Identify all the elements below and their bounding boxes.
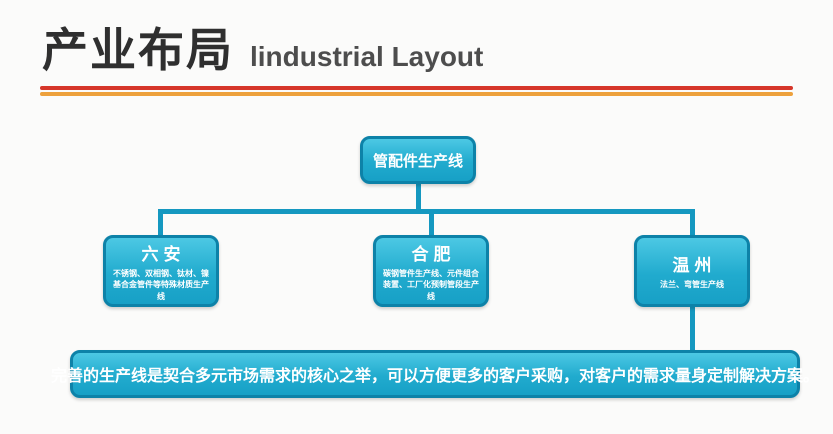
node-hefei-title: 合肥 [411, 245, 456, 265]
node-luan: 六安 不锈钢、双相钢、钛材、镍基合金管件等特殊材质生产线 [103, 235, 219, 307]
node-wenzhou-desc: 法兰、弯管生产线 [660, 280, 724, 290]
node-luan-title: 六安 [141, 245, 186, 265]
node-wenzhou: 温州 法兰、弯管生产线 [634, 235, 750, 307]
divider-orange-line [40, 92, 793, 96]
node-hefei: 合肥 碳钢管件生产线、元件组合装置、工厂化预制管段生产线 [373, 235, 489, 307]
node-luan-desc: 不锈钢、双相钢、钛材、镍基合金管件等特殊材质生产线 [113, 269, 209, 301]
node-hefei-desc: 碳钢管件生产线、元件组合装置、工厂化预制管段生产线 [383, 269, 479, 301]
connector-wenzhou-summary [690, 305, 695, 353]
page-title-en: lindustrial Layout [250, 41, 484, 72]
connector-drop-luan [158, 209, 163, 238]
node-pipe-fittings-line: 管配件生产线 [360, 136, 476, 184]
page-title: 产业布局 lindustrial Layout [42, 14, 483, 80]
page-title-zh: 产业布局 [42, 24, 234, 76]
summary-banner: 完善的生产线是契合多元市场需求的核心之举，可以方便更多的客户采购，对客户的需求量… [51, 350, 819, 398]
connector-horizontal [158, 209, 695, 214]
title-divider [40, 86, 793, 96]
connector-drop-wenzhou [690, 209, 695, 238]
node-pipe-fittings-label: 管配件生产线 [372, 152, 463, 170]
connector-root-down [416, 182, 421, 212]
node-wenzhou-title: 温州 [672, 256, 717, 276]
connector-drop-hefei [429, 209, 434, 238]
divider-red-line [40, 86, 793, 90]
summary-text: 完善的生产线是契合多元市场需求的核心之举，可以方便更多的客户采购，对客户的需求量… [51, 368, 820, 385]
